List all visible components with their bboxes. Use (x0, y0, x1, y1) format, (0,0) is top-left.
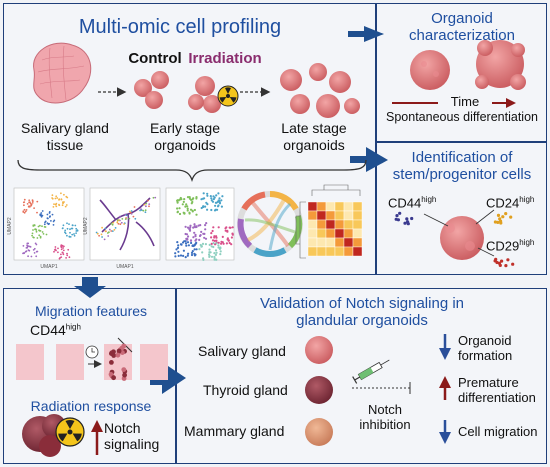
tissue-label: Salivary gland tissue (21, 120, 109, 153)
late-stage-label: Late stage organoids (281, 120, 347, 153)
stem-panel (376, 142, 547, 275)
spontaneous-label: Spontaneous differentiation (386, 110, 538, 124)
effect-organoid-formation: Organoid formation (458, 333, 513, 363)
migration-panel-title: Migration features (34, 303, 148, 319)
cd24-marker: CD24high (486, 195, 535, 211)
notch-inhibition-label: Notch inhibition (359, 402, 411, 432)
cd29-marker: CD29high (486, 238, 535, 254)
control-label: Control (128, 50, 182, 67)
irradiation-label: Irradiation (188, 50, 262, 67)
radiation-panel-title: Radiation response (30, 398, 152, 414)
stem-panel-title: Identification of stem/progenitor cells (392, 149, 532, 183)
early-stage-label: Early stage organoids (149, 120, 221, 153)
salivary-gland-label: Salivary gland (198, 343, 286, 359)
organoid-panel-title: Organoid characterization (409, 10, 515, 44)
mammary-gland-label: Mammary gland (184, 423, 285, 439)
effect-cell-migration: Cell migration (458, 424, 538, 439)
notch-signaling-label: Notch signaling (104, 420, 160, 452)
main-panel-title: Multi-omic cell profiling (78, 16, 282, 38)
effect-premature-differentiation: Premature differentiation (458, 375, 536, 405)
migration-cd44-marker: CD44high (30, 322, 81, 338)
cd44-marker: CD44high (388, 195, 437, 211)
thyroid-gland-label: Thyroid gland (203, 382, 288, 398)
validation-panel-title: Validation of Notch signaling in glandul… (259, 295, 465, 329)
time-label: Time (450, 94, 480, 109)
